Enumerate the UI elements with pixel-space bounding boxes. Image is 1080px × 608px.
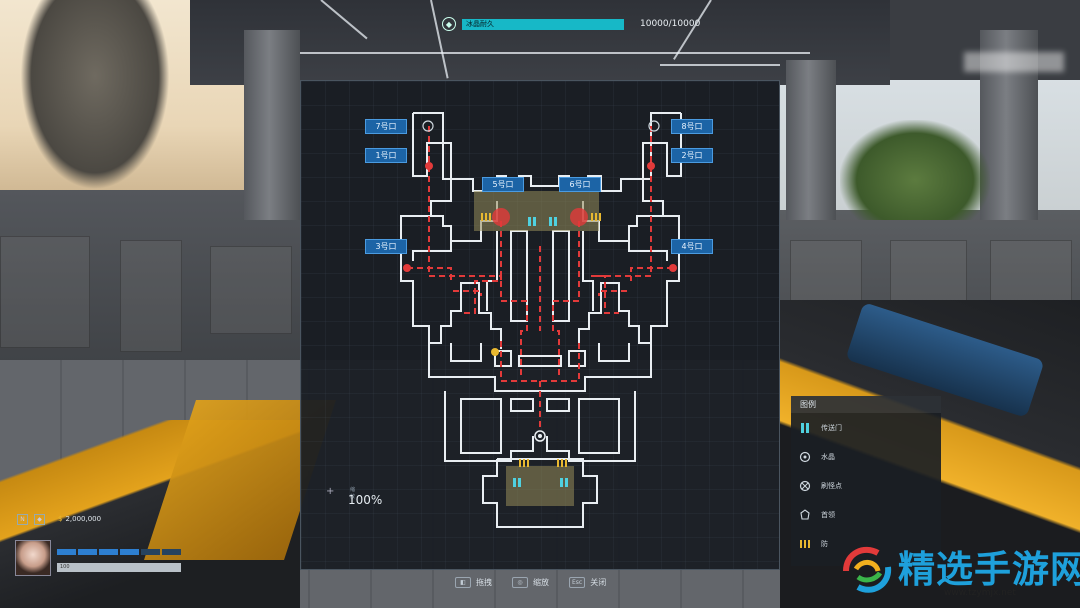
defense-icons (481, 213, 601, 467)
key-icon: N (17, 514, 28, 525)
boss-health: ◆ 冰晶耐久 10000/10000 (442, 17, 700, 31)
player-marker (491, 348, 499, 356)
badge-icon: ◆ (34, 514, 45, 525)
currency-display: $ 2,000,000 (58, 515, 101, 523)
legend-label: 刷怪点 (821, 482, 842, 490)
gate-label-2[interactable]: 2号口 (671, 148, 713, 163)
legend-item-portal: 传送门 (799, 422, 842, 434)
ceiling (190, 0, 890, 85)
legend-label: 防 (821, 540, 828, 548)
hint-label: 关闭 (590, 578, 607, 587)
pillar-left (244, 30, 300, 220)
gate-label-4[interactable]: 4号口 (671, 239, 713, 254)
watermark-logo-icon (843, 546, 892, 593)
boss-health-bar: 冰晶耐久 (462, 18, 624, 30)
legend-item-spawn: 刷怪点 (799, 480, 842, 492)
coin-icon: $ (58, 515, 63, 523)
zoom-value: 100% (348, 493, 383, 507)
defense-icon (799, 538, 811, 550)
hint-drag[interactable]: ◧ 拖拽 (455, 577, 492, 588)
hanging-plant (840, 120, 990, 220)
portal-icons (513, 217, 568, 487)
map-panel[interactable]: 7号口 8号口 1号口 2号口 5号口 6号口 3号口 4号口 (300, 80, 780, 570)
watermark-url: www.tzymjx.net (944, 588, 1016, 598)
gate-label-1[interactable]: 1号口 (365, 148, 407, 163)
enemy-routes (407, 126, 673, 431)
currency-value: 2,000,000 (65, 515, 102, 523)
legend-title: 图例 (791, 396, 941, 413)
crystal-icon: ◆ (442, 17, 456, 31)
legend-item-boss: 首领 (799, 509, 835, 521)
blurred-info (964, 52, 1064, 72)
corner-spawn-icons (422, 120, 660, 132)
watermark: 精选手游网 www.tzymjx.net (828, 533, 1080, 608)
spawn-point-icon (799, 480, 811, 492)
bottom-room-fill (506, 466, 574, 506)
spawn-points (403, 162, 677, 272)
watermark-text: 精选手游网 (898, 548, 1080, 591)
portal-icon (799, 422, 811, 434)
statue (20, 0, 170, 190)
boss-icon (799, 509, 811, 521)
gate-label-6[interactable]: 6号口 (559, 177, 601, 192)
boss-health-value: 10000/10000 (640, 19, 701, 29)
zoom-label: 缩放 (350, 487, 356, 500)
hint-label: 拖拽 (476, 578, 492, 587)
legend-item-defense: 防 (799, 538, 828, 550)
gate-label-7[interactable]: 7号口 (365, 119, 407, 134)
legend-label: 水晶 (821, 453, 835, 461)
crystal-marker (534, 430, 546, 442)
crosshair-icon: + (326, 486, 335, 497)
hint-label: 缩放 (533, 578, 549, 587)
map-legend: 图例 传送门 水晶 刷怪点 首领 防 (791, 396, 941, 566)
gate-label-5[interactable]: 5号口 (482, 177, 524, 192)
player-sub-bar: 100 (57, 563, 181, 572)
control-hints: ◧ 拖拽 ◎ 缩放 Esc 关闭 (455, 577, 606, 588)
gate-label-3[interactable]: 3号口 (365, 239, 407, 254)
player-avatar (15, 540, 51, 576)
mouse-left-icon: ◧ (455, 577, 471, 588)
legend-label: 首领 (821, 511, 835, 519)
pillar-mid-right (786, 60, 836, 220)
legend-item-crystal: 水晶 (799, 451, 835, 463)
esc-key-icon: Esc (569, 577, 586, 588)
mouse-wheel-icon: ◎ (512, 577, 528, 588)
map-layout (400, 112, 682, 528)
hud-status-icons: N ◆ (17, 514, 45, 525)
hint-zoom[interactable]: ◎ 缩放 (512, 577, 549, 588)
boss-name: 冰晶耐久 (466, 19, 494, 28)
crystal-icon (799, 451, 811, 463)
wall-left (0, 190, 300, 370)
legend-label: 传送门 (821, 424, 842, 432)
hint-close[interactable]: Esc 关闭 (569, 577, 606, 588)
gate-label-8[interactable]: 8号口 (671, 119, 713, 134)
player-health-bar (57, 549, 181, 555)
